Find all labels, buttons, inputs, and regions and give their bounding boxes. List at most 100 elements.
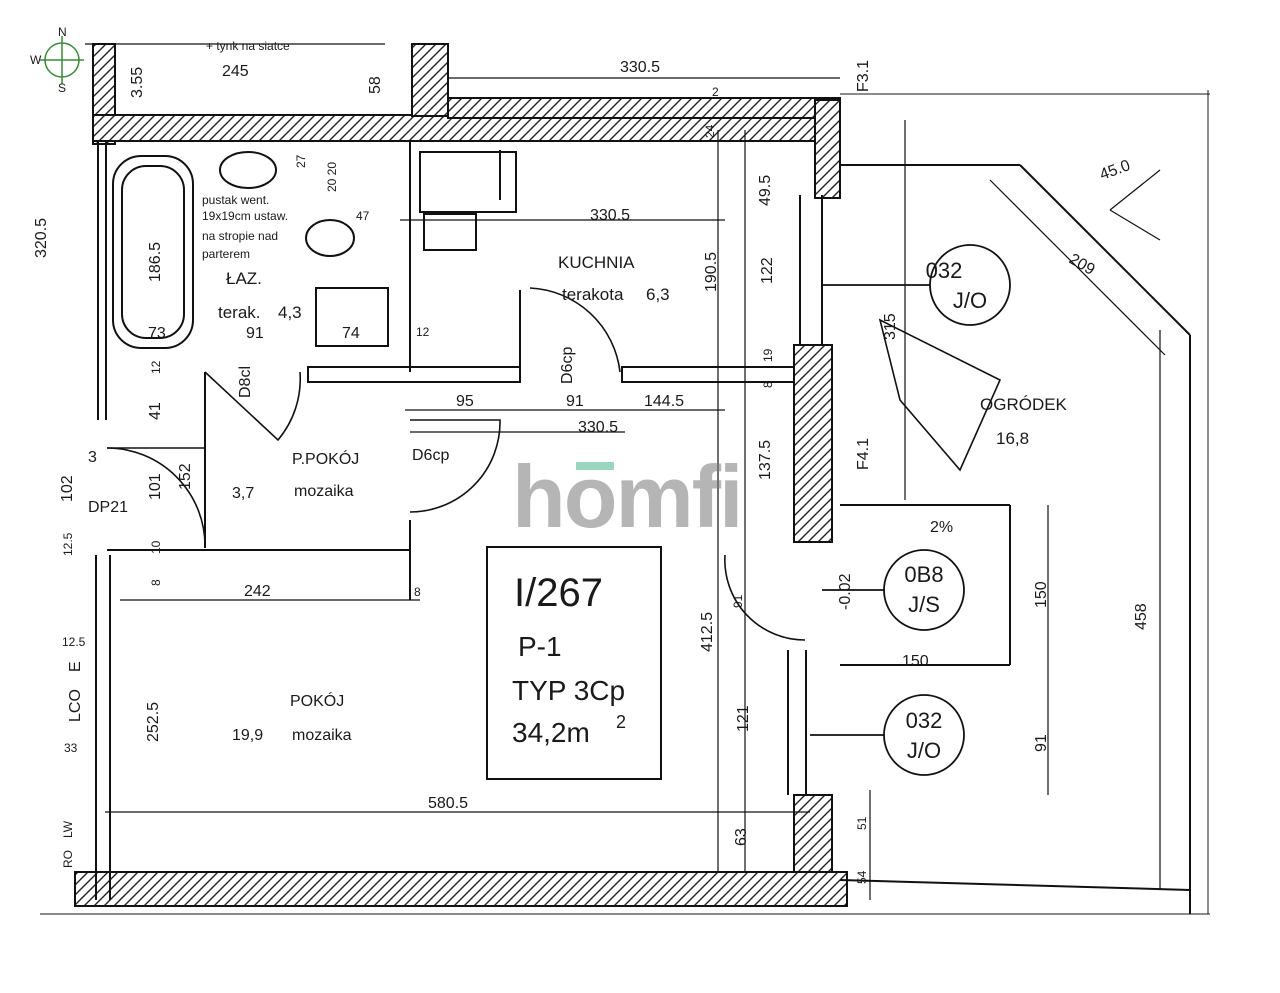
compass-south: S: [58, 81, 66, 95]
dim-152: 152: [177, 463, 194, 490]
dim-150-vertical: 150: [1033, 581, 1050, 608]
note-vent-1: pustak went.: [202, 193, 269, 207]
note-vent-3: na stropie nad: [202, 229, 278, 243]
unit-type: TYP 3Cp: [512, 675, 625, 706]
dim-58: 58: [367, 76, 384, 94]
door-swings: [106, 287, 1002, 641]
dim-74: 74: [342, 325, 360, 342]
floor-code: P-1: [518, 631, 562, 662]
wall-top: [92, 114, 841, 142]
tag-circles: [810, 244, 1011, 776]
room-main-finish: mozaika: [292, 727, 352, 744]
dim-91-c: 91: [731, 594, 745, 608]
room-main-area: 19,9: [232, 727, 263, 744]
frame-lines: [40, 90, 1210, 915]
dim-73: 73: [148, 325, 166, 342]
tag-1-orientation: J/O: [953, 288, 987, 313]
wall-shaft: [411, 43, 449, 117]
dim-122: 122: [759, 257, 776, 284]
dim-3-55: 3.55: [129, 67, 146, 98]
door-d6cp-kitchen: D6cp: [559, 347, 576, 384]
note-vent-2: 19x19cm ustaw.: [202, 209, 288, 223]
washbasin: [219, 151, 277, 189]
unit-number: I/267: [514, 571, 603, 615]
dim-186-5: 186.5: [147, 242, 164, 282]
bathtub: [112, 155, 194, 349]
tag-2-orientation: J/S: [908, 592, 940, 617]
dim-54: 54: [855, 870, 869, 884]
mark-level: -0.02: [837, 573, 854, 610]
walls: [74, 43, 848, 907]
room-garden-name: OGRÓDEK: [980, 395, 1068, 414]
mark-ro: RO: [61, 850, 75, 868]
toilet: [305, 219, 355, 257]
compass-north: N: [58, 25, 67, 39]
unit-area-superscript: 2: [616, 712, 626, 732]
unit-area: 34,2m: [512, 717, 590, 748]
dim-24: 24: [703, 124, 717, 138]
wall-right-mid: [793, 344, 833, 543]
dim-63: 63: [733, 828, 750, 846]
room-bath-finish: terak.: [218, 303, 261, 322]
room-hall-area: 3,7: [232, 485, 254, 502]
dim-137-5: 137.5: [757, 440, 774, 480]
dim-33: 33: [64, 741, 78, 755]
wall-right-lower: [793, 794, 833, 876]
compass-icon: N W S: [30, 25, 84, 95]
dim-91-a: 91: [246, 325, 264, 342]
dim-20-20: 20 20: [325, 162, 339, 192]
fixtures: [112, 150, 517, 349]
dim-49-5: 49.5: [757, 175, 774, 206]
dim-12-5-a: 12.5: [61, 532, 75, 556]
dim-330-5-top: 330.5: [620, 59, 660, 76]
compass-west: W: [30, 53, 42, 67]
dim-101: 101: [147, 473, 164, 500]
dim-95: 95: [456, 393, 474, 410]
dimension-lines: [85, 43, 1166, 900]
room-bath-name: ŁAZ.: [226, 269, 262, 288]
door-d6cp-hall: D6cp: [412, 447, 449, 464]
dim-47: 47: [356, 209, 370, 223]
dim-41: 41: [147, 402, 164, 420]
dim-8-c: 8: [414, 585, 421, 599]
door-d8cl: D8cl: [237, 366, 254, 398]
cooker: [423, 213, 477, 251]
tag-3-orientation: J/O: [907, 738, 941, 763]
mark-angle: 45.0: [1098, 157, 1133, 184]
dim-209: 209: [1066, 251, 1098, 279]
dim-121: 121: [735, 705, 752, 732]
dim-19: 19: [761, 348, 775, 362]
door-dp21: DP21: [88, 499, 128, 516]
interior-lines: [95, 140, 1191, 914]
washer: [315, 287, 389, 347]
room-kitchen-area: 6,3: [646, 285, 670, 304]
dim-190-5: 190.5: [703, 252, 720, 292]
dim-245: 245: [222, 63, 249, 80]
mark-f4-1: F4.1: [855, 438, 872, 470]
dim-252-5: 252.5: [145, 702, 162, 742]
mark-slope: 2%: [930, 519, 953, 536]
room-garden-area: 16,8: [996, 429, 1029, 448]
wall-right-upper: [814, 99, 841, 199]
watermark-accent: [576, 462, 614, 470]
dim-2: 2: [712, 85, 719, 99]
room-hall-name: P.POKÓJ: [292, 449, 359, 468]
dim-8-a: 8: [761, 381, 775, 388]
dim-27: 27: [294, 154, 308, 168]
wall-bottom: [74, 871, 848, 907]
mark-e: E: [67, 661, 84, 672]
dim-91-b: 91: [566, 393, 584, 410]
room-hall-finish: mozaika: [294, 483, 354, 500]
note-plaster: + tynk na siatce: [206, 39, 290, 53]
dim-12-b: 12: [149, 360, 163, 374]
dim-91-d: 91: [1033, 734, 1050, 752]
dim-242: 242: [244, 583, 271, 600]
dim-12-5-b: 12.5: [62, 635, 86, 649]
dim-315: 315: [882, 313, 899, 340]
room-main-name: POKÓJ: [290, 691, 344, 710]
mark-lco: LCO: [67, 689, 84, 722]
dim-12-a: 12: [416, 325, 430, 339]
dim-144-5: 144.5: [644, 393, 684, 410]
note-vent-4: parterem: [202, 247, 250, 261]
